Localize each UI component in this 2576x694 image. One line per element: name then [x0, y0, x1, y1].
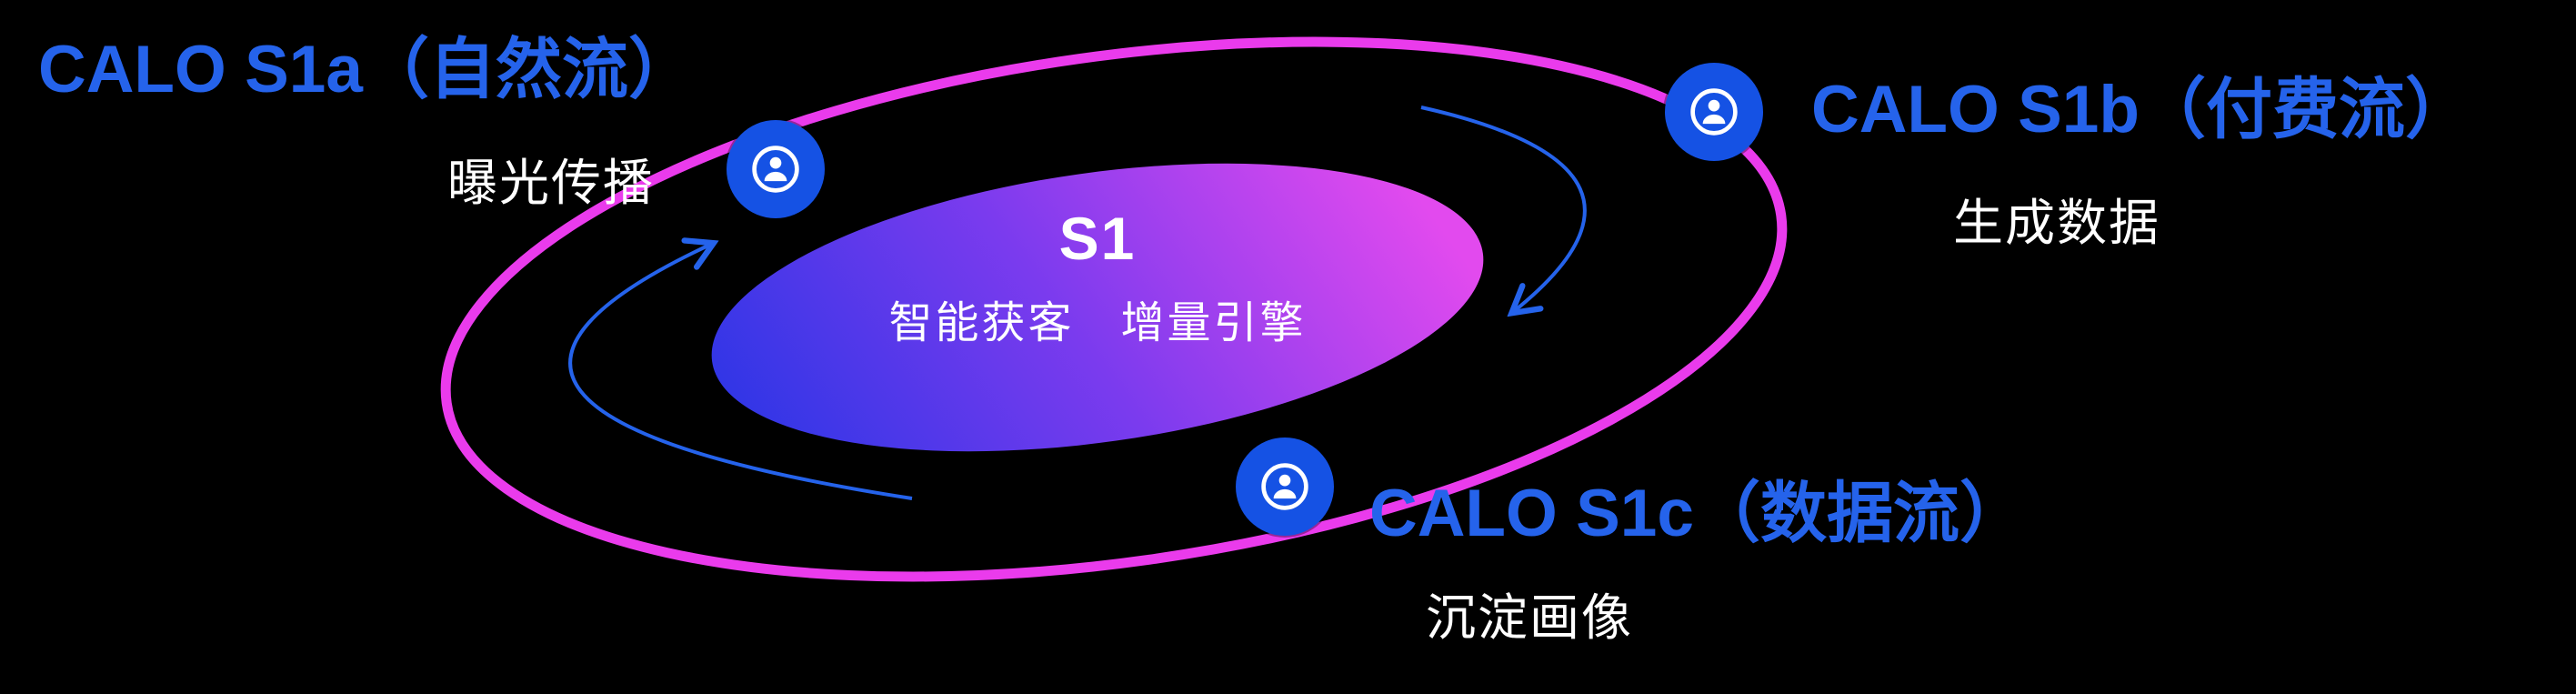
user-icon: [746, 139, 806, 199]
label-s1c: CALO S1c（数据流）: [1369, 477, 2026, 550]
sublabel-s1a: 曝光传播: [447, 155, 656, 211]
flow-arrow-left: [568, 244, 913, 500]
sublabel-s1c: 沉淀画像: [1426, 589, 1634, 646]
label-s1a: CALO S1a（自然流）: [38, 33, 695, 106]
user-icon: [1684, 82, 1744, 142]
flow-arrow-right: [1420, 106, 1587, 312]
label-s1b: CALO S1b（付费流）: [1811, 73, 2471, 146]
orbit-ring: [440, 36, 1788, 582]
core-subtitle: 智能获客 增量引擎: [888, 298, 1307, 347]
node-s1c: [1236, 438, 1334, 536]
core-title: S1: [1058, 205, 1137, 272]
node-s1b: [1665, 63, 1763, 161]
core-text: S1 智能获客 增量引擎: [708, 206, 1487, 350]
node-s1a: [727, 120, 825, 218]
sublabel-s1b: 生成数据: [1953, 195, 2161, 251]
user-icon: [1255, 457, 1315, 517]
